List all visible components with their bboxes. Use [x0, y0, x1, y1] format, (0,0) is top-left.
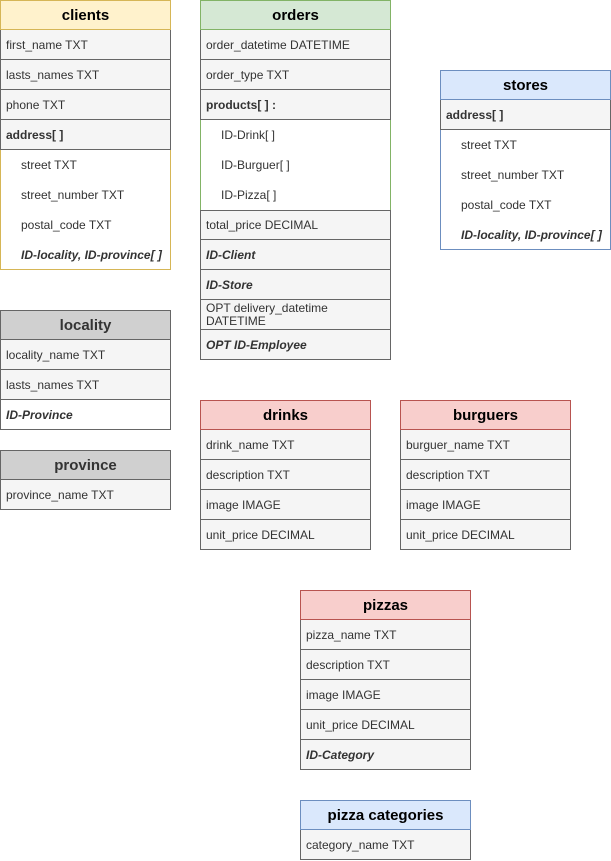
table-stores[interactable]: stores address[ ] street TXT street_numb…: [440, 70, 611, 250]
foreign-key-row: OPT ID-Employee: [200, 330, 391, 360]
field-row: products[ ] :: [200, 90, 391, 120]
table-header: orders: [200, 0, 391, 30]
field-row: address[ ]: [0, 120, 171, 150]
table-pizza-categories[interactable]: pizza categories category_name TXT: [300, 800, 471, 860]
table-header: locality: [0, 310, 171, 340]
field-row: image IMAGE: [200, 490, 371, 520]
field-row: image IMAGE: [300, 680, 471, 710]
sub-field-row: street TXT: [440, 130, 611, 160]
foreign-key-row: ID-locality, ID-province[ ]: [440, 220, 611, 250]
field-row: description TXT: [400, 460, 571, 490]
field-row: total_price DECIMAL: [200, 210, 391, 240]
field-row: OPT delivery_datetime DATETIME: [200, 300, 391, 330]
field-row: first_name TXT: [0, 30, 171, 60]
table-header: province: [0, 450, 171, 480]
sub-field-row: ID-Pizza[ ]: [200, 180, 391, 210]
table-header: drinks: [200, 400, 371, 430]
field-row: phone TXT: [0, 90, 171, 120]
table-orders[interactable]: orders order_datetime DATETIME order_typ…: [200, 0, 391, 360]
field-row: locality_name TXT: [0, 340, 171, 370]
table-header: stores: [440, 70, 611, 100]
foreign-key-row: ID-locality, ID-province[ ]: [0, 240, 171, 270]
table-locality[interactable]: locality locality_name TXT lasts_names T…: [0, 310, 171, 430]
sub-field-row: postal_code TXT: [0, 210, 171, 240]
foreign-key-row: ID-Client: [200, 240, 391, 270]
table-pizzas[interactable]: pizzas pizza_name TXT description TXT im…: [300, 590, 471, 770]
sub-field-row: ID-Drink[ ]: [200, 120, 391, 150]
field-row: lasts_names TXT: [0, 370, 171, 400]
field-row: description TXT: [300, 650, 471, 680]
field-row: address[ ]: [440, 100, 611, 130]
field-row: description TXT: [200, 460, 371, 490]
field-row: unit_price DECIMAL: [300, 710, 471, 740]
field-row: order_datetime DATETIME: [200, 30, 391, 60]
field-row: drink_name TXT: [200, 430, 371, 460]
field-row: unit_price DECIMAL: [200, 520, 371, 550]
field-row: category_name TXT: [300, 830, 471, 860]
table-province[interactable]: province province_name TXT: [0, 450, 171, 510]
field-row: burguer_name TXT: [400, 430, 571, 460]
table-header: pizzas: [300, 590, 471, 620]
foreign-key-row: ID-Category: [300, 740, 471, 770]
table-header: burguers: [400, 400, 571, 430]
table-header: pizza categories: [300, 800, 471, 830]
field-row: unit_price DECIMAL: [400, 520, 571, 550]
foreign-key-row: ID-Store: [200, 270, 391, 300]
sub-field-row: street TXT: [0, 150, 171, 180]
field-row: order_type TXT: [200, 60, 391, 90]
sub-field-row: postal_code TXT: [440, 190, 611, 220]
sub-field-row: street_number TXT: [440, 160, 611, 190]
table-clients[interactable]: clients first_name TXT lasts_names TXT p…: [0, 0, 171, 270]
field-row: image IMAGE: [400, 490, 571, 520]
field-row: lasts_names TXT: [0, 60, 171, 90]
field-row: province_name TXT: [0, 480, 171, 510]
foreign-key-row: ID-Province: [0, 400, 171, 430]
field-row: pizza_name TXT: [300, 620, 471, 650]
sub-field-row: ID-Burguer[ ]: [200, 150, 391, 180]
sub-field-row: street_number TXT: [0, 180, 171, 210]
table-header: clients: [0, 0, 171, 30]
table-burguers[interactable]: burguers burguer_name TXT description TX…: [400, 400, 571, 550]
table-drinks[interactable]: drinks drink_name TXT description TXT im…: [200, 400, 371, 550]
